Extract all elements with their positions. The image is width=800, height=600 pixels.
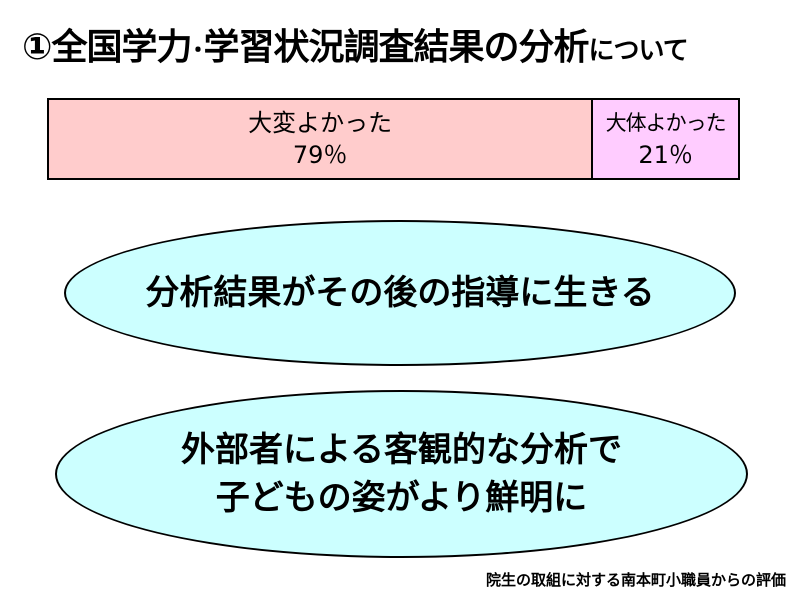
title-suffix: について: [588, 36, 689, 66]
point-ellipse-2: 外部者による客観的な分析で 子どもの姿がより鮮明に: [55, 390, 748, 558]
point-text: 外部者による客観的な分析で: [181, 430, 622, 470]
page-title: ①全国学力･学習状況調査結果の分析について: [22, 18, 792, 70]
result-proportion-bar: 大変よかった 79％ 大体よかった 21％: [47, 98, 740, 180]
title-separator: ･: [191, 36, 204, 66]
point-text: 分析結果がその後の指導に生きる: [145, 273, 655, 313]
footer-caption: 院生の取組に対する南本町小職員からの評価: [485, 571, 786, 589]
title-part2: 学習状況調査結果の分析: [203, 27, 590, 68]
result-value: 79％: [292, 141, 348, 169]
result-segment-fairly-good: 大体よかった 21％: [593, 100, 738, 178]
title-main: ①全国学力: [22, 27, 192, 68]
result-segment-very-good: 大変よかった 79％: [49, 100, 594, 178]
point-text: 子どもの姿がより鮮明に: [215, 478, 588, 518]
point-ellipse-1: 分析結果がその後の指導に生きる: [64, 220, 736, 366]
result-label: 大変よかった: [248, 109, 393, 137]
result-label: 大体よかった: [605, 111, 727, 135]
result-value: 21％: [638, 141, 693, 169]
